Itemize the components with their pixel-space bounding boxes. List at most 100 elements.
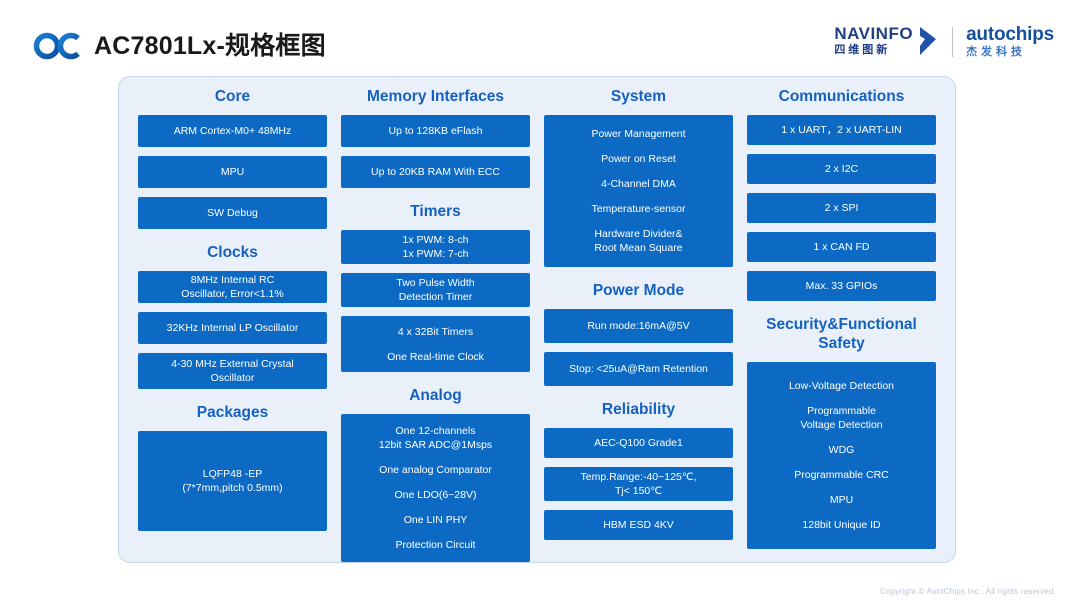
heading-line: System <box>610 88 667 105</box>
feature-box: Max. 33 GPIOs <box>747 271 936 301</box>
feature-box: Temp.Range:-40~125℃, Tj< 150℃ <box>544 467 733 501</box>
heading-line: Analog <box>409 387 462 404</box>
autochips-logo: autochips 杰发科技 <box>966 25 1054 59</box>
feature-text: Run mode:16mA@5V <box>587 320 690 332</box>
section-heading: Reliability <box>544 400 733 419</box>
feature-text: 1 x UART，2 x UART-LIN <box>781 124 902 136</box>
feature-box: AEC-Q100 Grade1 <box>544 428 733 458</box>
feature-entry: Temperature-sensor <box>592 202 686 216</box>
feature-text: Stop: <25uA@Ram Retention <box>569 363 708 375</box>
feature-text: 1x PWM: 8-ch <box>402 234 469 246</box>
chevron-right-icon <box>917 25 939 57</box>
navinfo-name-cn: 四维图新 <box>834 44 891 56</box>
heading-line: Clocks <box>207 244 258 261</box>
feature-text: ARM Cortex-M0+ 48MHz <box>173 125 292 137</box>
feature-entry: One LIN PHY <box>404 513 468 527</box>
feature-box: MPU <box>138 156 327 188</box>
heading-line: Security& <box>766 316 839 333</box>
column-memory-interfaces: Memory Interfaces Up to 128KB eFlash Up to… <box>334 77 537 562</box>
feature-box: Stop: <25uA@Ram Retention <box>544 352 733 386</box>
feature-entry: WDG <box>829 443 855 457</box>
feature-box: 1 x UART，2 x UART-LIN <box>747 115 936 145</box>
navinfo-name-en: NAVINFO <box>834 24 914 43</box>
feature-box: 32KHz Internal LP Oscillator <box>138 312 327 344</box>
heading-line: Core <box>214 88 251 105</box>
section-heading: Communications <box>747 87 936 106</box>
section-heading: Power Mode <box>544 281 733 300</box>
feature-text: Voltage Detection <box>800 419 883 431</box>
section-heading: Security&Functional Safety <box>747 315 936 353</box>
section-heading: Analog <box>341 386 530 405</box>
feature-entry: One Real-time Clock <box>387 350 484 364</box>
section-heading: Memory Interfaces <box>341 87 530 106</box>
feature-text: One LIN PHY <box>403 514 468 526</box>
feature-entry: Power on Reset <box>601 152 676 166</box>
feature-entry: 4-Channel DMA <box>601 177 676 191</box>
autochips-name-cn: 杰发科技 <box>966 46 1027 58</box>
feature-entry: MPU <box>830 493 853 507</box>
feature-box: HBM ESD 4KV <box>544 510 733 540</box>
feature-entry: Low-Voltage Detection <box>789 379 894 393</box>
feature-box: SW Debug <box>138 197 327 229</box>
feature-entry: One LDO(6~28V) <box>394 488 476 502</box>
heading-line: Communications <box>778 88 905 105</box>
feature-text: Up to 128KB eFlash <box>388 125 483 137</box>
feature-text: 4-30 MHz External Crystal <box>171 358 294 370</box>
feature-text: SW Debug <box>207 207 258 219</box>
feature-text: 128bit Unique ID <box>802 519 881 531</box>
copyright-footer: Copyright © AutoChips Inc . All rights r… <box>879 587 1056 596</box>
heading-line: Power Mode <box>592 282 685 299</box>
brand-logos: NAVINFO 四维图新 autochips 杰发科技 <box>834 25 1054 59</box>
feature-text: 4 x 32Bit Timers <box>397 325 474 338</box>
section-heading: Packages <box>138 403 327 422</box>
page-title: AC7801Lx-规格框图 <box>94 32 326 60</box>
feature-box: Up to 20KB RAM With ECC <box>341 156 530 188</box>
feature-text: One analog Comparator <box>379 464 492 476</box>
feature-box: 2 x I2C <box>747 154 936 184</box>
feature-box: 2 x SPI <box>747 193 936 223</box>
feature-text: 32KHz Internal LP Oscillator <box>166 322 299 334</box>
feature-text: Tj< 150℃ <box>614 485 663 497</box>
feature-box: Run mode:16mA@5V <box>544 309 733 343</box>
feature-text: WDG <box>828 444 855 456</box>
feature-text: Root Mean Square <box>594 242 683 254</box>
autochips-name-en: autochips <box>966 24 1054 45</box>
feature-text: Protection Circuit <box>395 539 476 551</box>
feature-entry: Power Management <box>592 127 686 141</box>
feature-text: 2 x SPI <box>824 202 859 214</box>
feature-text: (7*7mm,pitch 0.5mm) <box>182 482 283 494</box>
column-communications: Communications 1 x UART，2 x UART-LIN 2 x I… <box>740 77 943 562</box>
heading-line: Functional Safety <box>818 316 917 352</box>
feature-text: Temp.Range:-40~125℃, <box>580 471 697 483</box>
feature-text: 2 x I2C <box>824 163 859 175</box>
feature-box: Up to 128KB eFlash <box>341 115 530 147</box>
section-heading: Clocks <box>138 243 327 262</box>
feature-text: One 12-channels <box>395 425 476 437</box>
feature-text: Max. 33 GPIOs <box>805 280 878 292</box>
section-heading: Timers <box>341 202 530 221</box>
feature-text: One Real-time Clock <box>387 350 484 363</box>
heading-line: Memory Interfaces <box>367 88 504 105</box>
feature-text: Power Management <box>591 128 686 140</box>
feature-text: Oscillator, Error<1.1% <box>181 288 284 300</box>
page-header: AC7801Lx-规格框图 NAVINFO 四维图新 autochips 杰发科… <box>0 0 1080 78</box>
feature-text: MPU <box>829 494 854 506</box>
feature-text: Hardware Divider& <box>594 228 683 240</box>
heading-line: Reliability <box>601 401 676 418</box>
feature-text: Two Pulse Width <box>396 277 475 289</box>
feature-entry: Hardware Divider&Root Mean Square <box>594 227 682 255</box>
feature-text: Programmable <box>807 405 876 417</box>
feature-text: Up to 20KB RAM With ECC <box>371 166 500 178</box>
heading-line: Packages <box>196 404 269 421</box>
feature-text: 4-Channel DMA <box>601 178 676 190</box>
